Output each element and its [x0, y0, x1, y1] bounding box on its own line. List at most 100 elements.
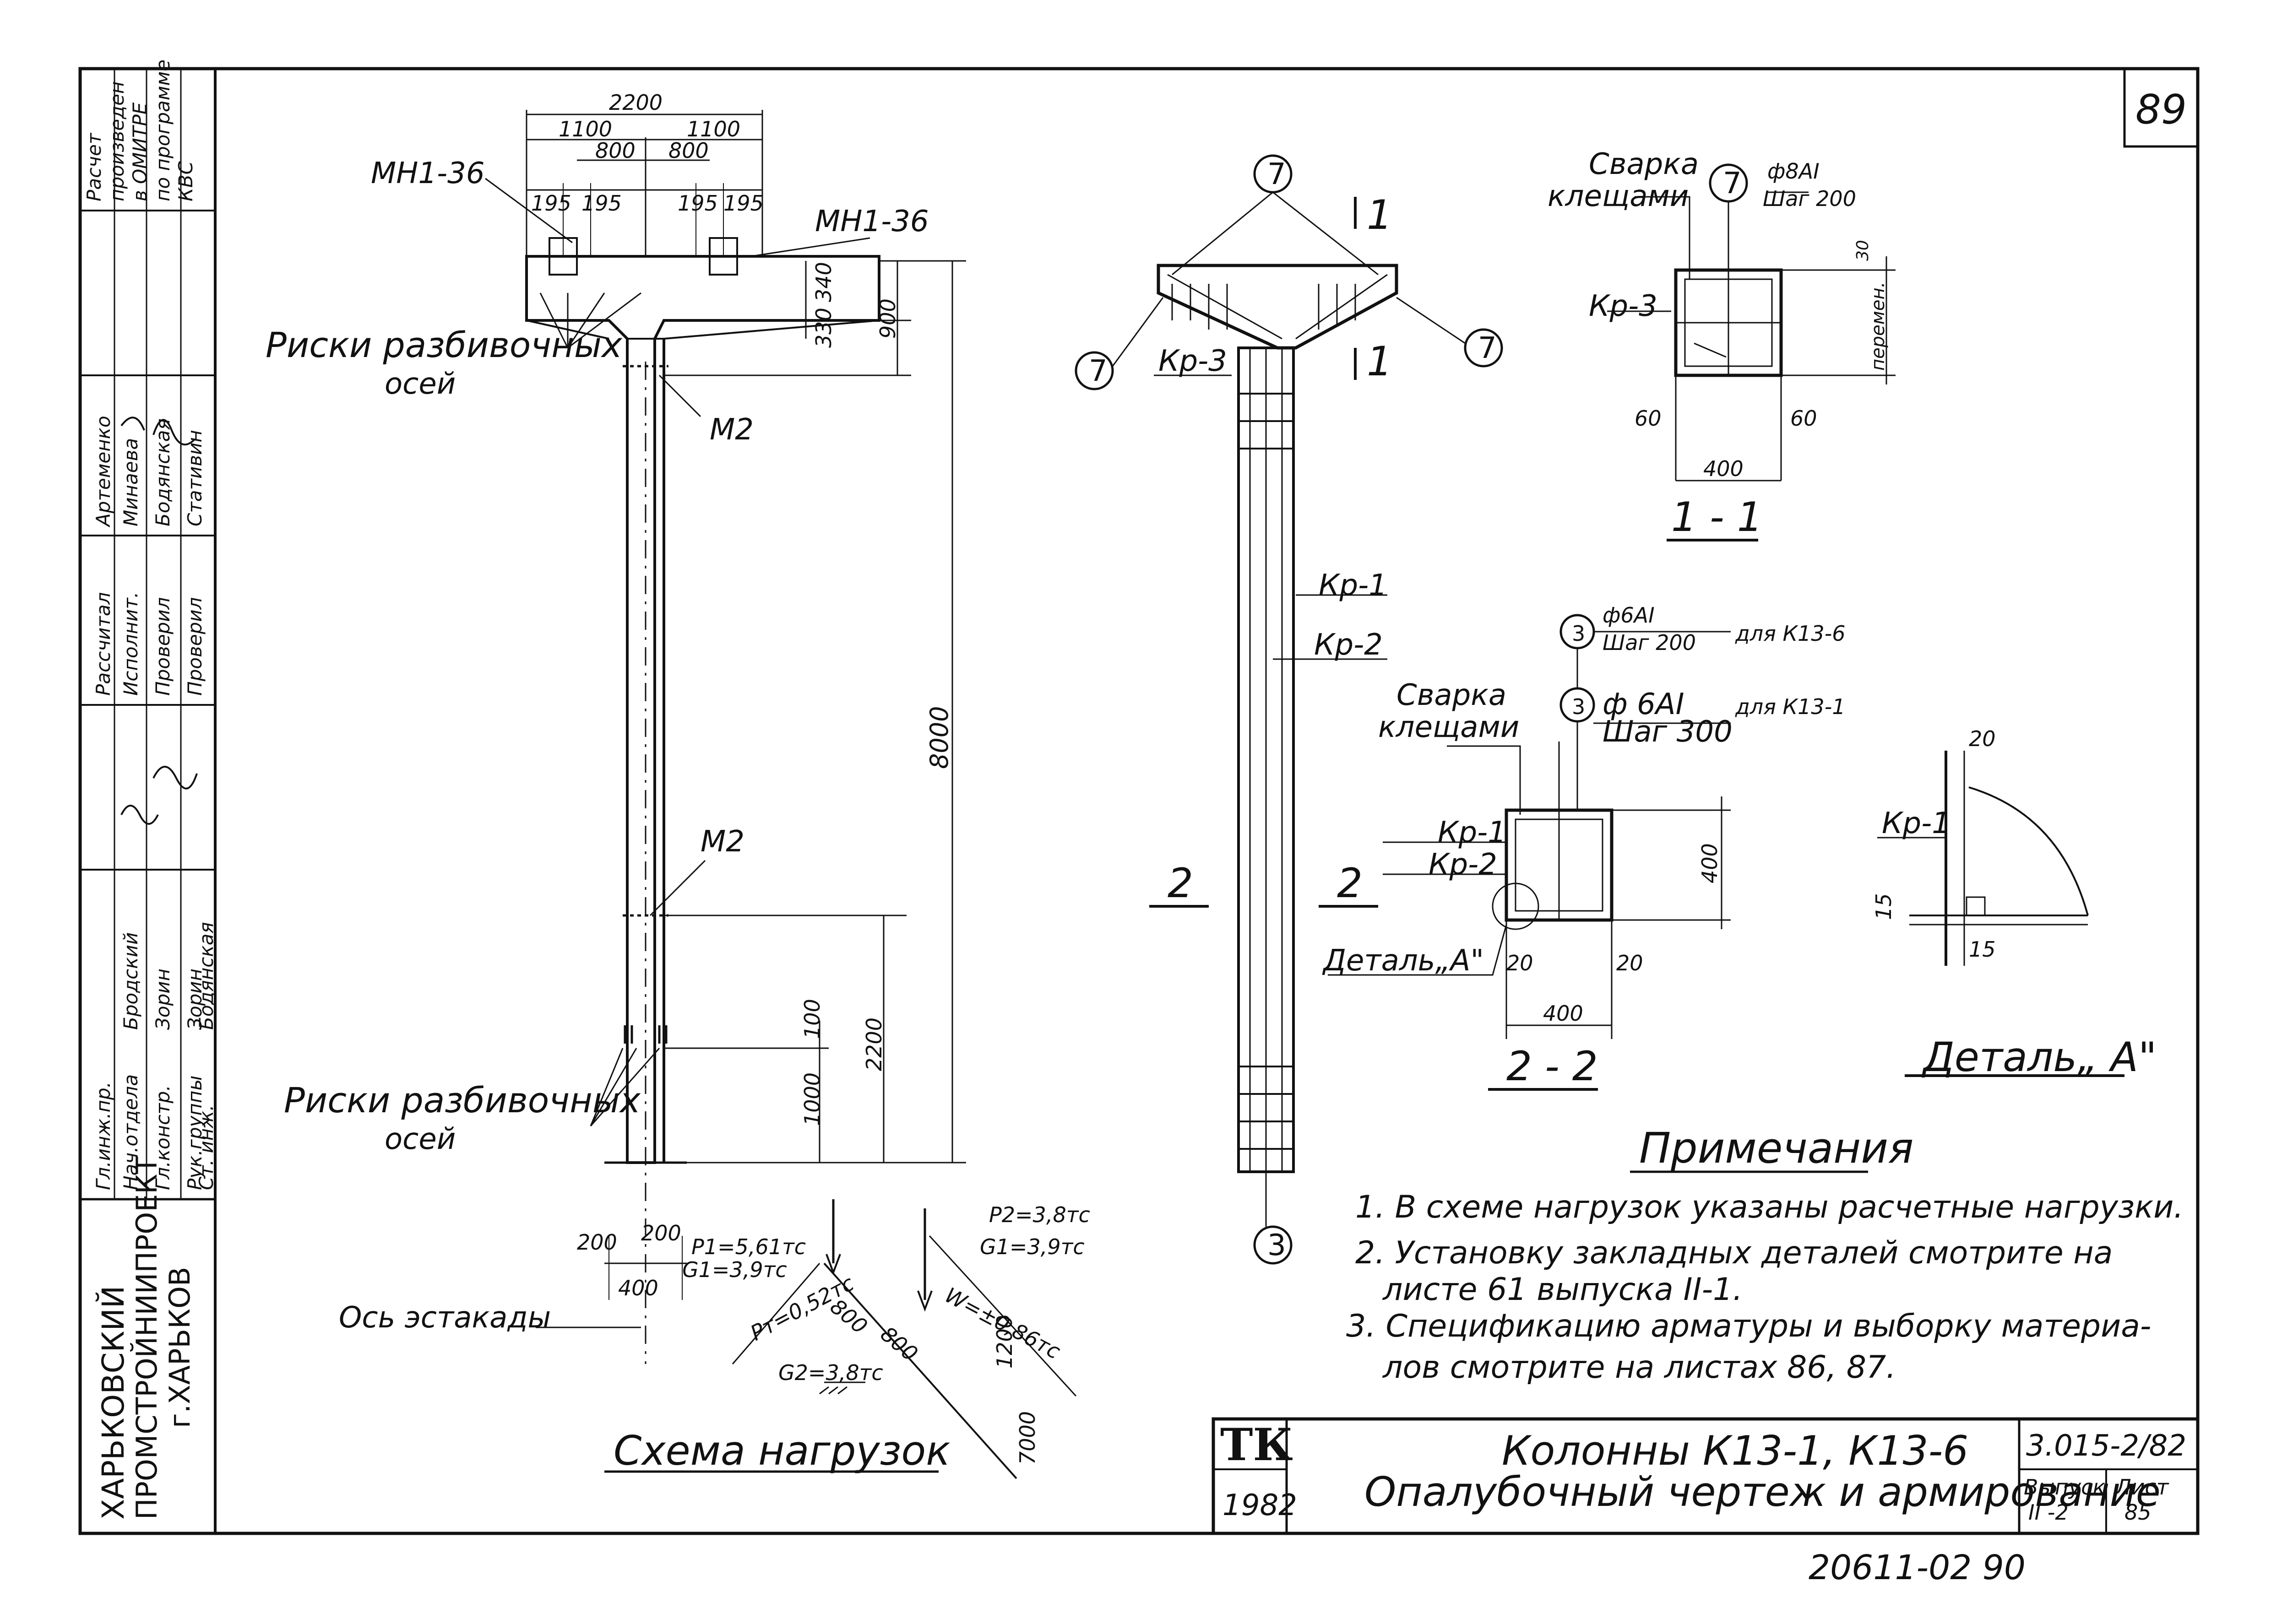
- stamp-role2-2: Исполнит.: [120, 592, 142, 696]
- issue-label: Выпуск: [2024, 1475, 2105, 1499]
- dim-perem: перемен.: [1868, 282, 1889, 371]
- title-line1: Колонны К13-1, К13-6: [1502, 1427, 1968, 1474]
- callout-7-left: 7: [1089, 354, 1108, 388]
- stamp-name2-1: Артеменко: [92, 416, 114, 528]
- stamp-calc-2: произведен: [106, 81, 128, 201]
- label-risks-bottom-2: осей: [385, 1122, 456, 1156]
- title-block: [1212, 1417, 2200, 1535]
- label-risks-top-1: Риски разбивочных: [266, 325, 623, 365]
- load-g1-left: G1=3,9тс: [682, 1257, 787, 1282]
- note-1: 1. В схеме нагрузок указаны расчетные на…: [1355, 1189, 2184, 1225]
- dim-20b: 20: [1616, 951, 1643, 975]
- dim-195c: 195: [678, 191, 718, 216]
- weld-2-2a: Сварка: [1396, 678, 1506, 712]
- stamp-name-4: Бодянская: [195, 922, 217, 1030]
- stamp-name2-2: Минаева: [120, 438, 142, 526]
- detail-a-labels: Деталь„ А" Кр-1 20 15 15: [1871, 726, 2157, 1081]
- stamp-role-5: Ст. инж.: [195, 1105, 217, 1190]
- logo-tk: ТК: [1220, 1419, 1293, 1471]
- label-kp1-22: Кр-1: [1438, 816, 1506, 850]
- dim-800b: 800: [668, 138, 709, 163]
- dim-400v-22: 400: [1697, 843, 1722, 883]
- handwritten-footer: 20611-02 90: [1809, 1548, 2026, 1587]
- label-m2-bottom: М2: [701, 825, 744, 859]
- dim-195a: 195: [531, 191, 571, 216]
- notes-heading: Примечания: [1639, 1124, 1913, 1173]
- load-7000: 7000: [1015, 1411, 1040, 1465]
- stamp-role2-1: Рассчитал: [92, 592, 114, 696]
- title-code: 3.015-2/82: [2026, 1429, 2186, 1463]
- dim-400: 400: [618, 1276, 658, 1300]
- label-mn-left: МН1-36: [371, 157, 485, 190]
- weld-1-1a: Сварка: [1589, 147, 1699, 181]
- section-2-2-labels: 2 - 2 Сварка клещами 3 3 ф6АI Шаг 200 дл…: [1322, 603, 1846, 1090]
- stamp-org: ХАРЬКОВСКИЙ ПРОМСТРОЙНИИПРОЕКТ г.ХАРЬКОВ: [95, 1156, 196, 1520]
- for-a: для К13-6: [1735, 621, 1846, 646]
- cut-1-bottom: 1: [1367, 338, 1392, 385]
- dim-200a: 200: [577, 1230, 617, 1255]
- label-kp2: Кр-2: [1314, 628, 1383, 662]
- bar-1-1: ф8АI: [1767, 159, 1820, 184]
- callout-7-right: 7: [1478, 331, 1497, 365]
- cut-1-top: 1: [1367, 191, 1392, 238]
- bar-a: ф6АI: [1603, 603, 1655, 628]
- stamp-name2-3: Бодянская: [152, 418, 174, 526]
- outer-frame: [78, 67, 2200, 1535]
- label-kp3-section: Кр-3: [1589, 289, 1657, 323]
- label-kp3: Кр-3: [1158, 344, 1227, 378]
- sheet-number: 89: [2135, 86, 2187, 133]
- for-b: для К13-1: [1735, 694, 1846, 719]
- dim-400h-22: 400: [1543, 1001, 1583, 1026]
- cut-2-left: 2: [1168, 860, 1193, 907]
- label-risks-bottom-1: Риски разбивочных: [284, 1080, 641, 1121]
- dim-1100a: 1100: [559, 117, 612, 141]
- dim-2200v: 2200: [862, 1018, 886, 1071]
- label-kp2-22: Кр-2: [1429, 848, 1497, 882]
- label-detail-a: Деталь„А": [1322, 944, 1484, 978]
- stamp-calc-5: КВС: [174, 161, 197, 201]
- svg-text:ПРОМСТРОЙНИИПРОЕКТ: ПРОМСТРОЙНИИПРОЕКТ: [130, 1156, 163, 1520]
- stamp-calc-3: в ОМИТРЕ: [129, 102, 151, 201]
- callout-7-section: 7: [1723, 167, 1742, 200]
- bar-b: ф 6АI: [1603, 687, 1684, 721]
- left-stamp: ХАРЬКОВСКИЙ ПРОМСТРОЙНИИПРОЕКТ г.ХАРЬКОВ…: [80, 60, 217, 1520]
- load-scheme-labels: 2200 1100 1100 800 800 195 195 195 195 3…: [266, 90, 1090, 1474]
- label-kp1-detail: Кр-1: [1882, 807, 1950, 840]
- dim-195d: 195: [723, 191, 764, 216]
- callout-3: 3: [1267, 1229, 1286, 1262]
- sheet-value: 85: [2124, 1500, 2151, 1525]
- label-axis: Ось эстакады: [339, 1301, 551, 1335]
- dim-60b: 60: [1790, 406, 1817, 431]
- callout-7-top: 7: [1267, 157, 1286, 191]
- stamp-name-3: Зорин: [184, 969, 206, 1030]
- stamp-role-2: Нач.отдела: [120, 1074, 142, 1190]
- dim-30: 30: [1853, 240, 1872, 261]
- notes: Примечания 1. В схеме нагрузок указаны р…: [1346, 1124, 2184, 1386]
- detail-a: [1877, 751, 2124, 1077]
- title-year: 1982: [1222, 1489, 1297, 1522]
- step-a: Шаг 200: [1603, 630, 1696, 655]
- dim-900: 900: [875, 298, 900, 339]
- step-b: Шаг 300: [1603, 715, 1733, 749]
- section-1-1-title: 1 - 1: [1671, 493, 1763, 541]
- dim-8000: 8000: [925, 706, 954, 769]
- dim-1000: 1000: [800, 1072, 825, 1126]
- load-scheme: [485, 110, 1077, 1479]
- section-2-2: [1328, 614, 1731, 1091]
- cut-2-right: 2: [1337, 860, 1363, 907]
- title-block-labels: ТК 1982 Колонны К13-1, К13-6 Опалубочный…: [1220, 1419, 2186, 1525]
- column-view-labels: 7 7 7 3 1 1 2 2 Кр-3 Кр-1 Кр-2: [1089, 157, 1497, 1262]
- note-3b: лов смотрите на листах 86, 87.: [1382, 1349, 1896, 1386]
- note-2a: 2. Установку закладных деталей смотрите …: [1355, 1235, 2113, 1271]
- detail-a-title: Деталь„ А": [1921, 1034, 2157, 1081]
- svg-text:ХАРЬКОВСКИЙ: ХАРЬКОВСКИЙ: [95, 1286, 131, 1520]
- section-1-1: [1607, 163, 1896, 541]
- dim-15a-detail: 15: [1871, 893, 1896, 920]
- stamp-calc-4: по программе: [152, 60, 174, 201]
- callout-3a: 3: [1572, 621, 1585, 646]
- label-mn-right: МН1-36: [815, 205, 929, 238]
- stamp-name-2: Зорин: [152, 969, 174, 1030]
- dim-800a: 800: [595, 138, 636, 163]
